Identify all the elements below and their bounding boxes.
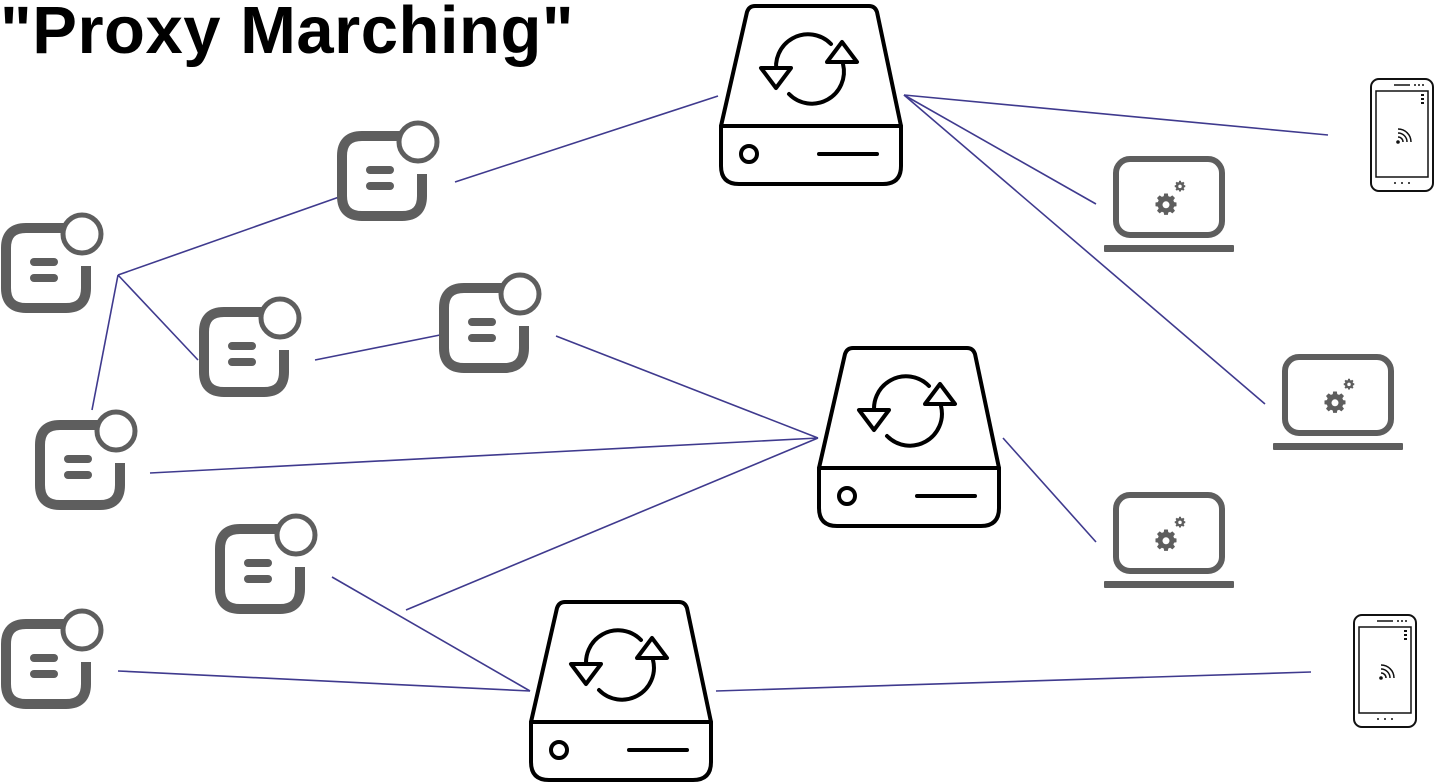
laptop-gear-icon[interactable] bbox=[1104, 495, 1234, 588]
laptop-gear-icon[interactable] bbox=[1273, 357, 1403, 450]
proxy-servers bbox=[529, 4, 1001, 782]
link-chat-f-to-server-bottom bbox=[331, 576, 531, 692]
chat-bubble-icon[interactable] bbox=[6, 215, 101, 308]
smartphone-wireless-icon[interactable] bbox=[1370, 78, 1434, 192]
smartphone-wireless-icon[interactable] bbox=[1353, 614, 1417, 728]
chat-bubble-icon[interactable] bbox=[40, 412, 135, 505]
chat-bubble-icon[interactable] bbox=[342, 123, 437, 216]
chat-clients bbox=[6, 123, 539, 704]
link-server-mid-to-laptop-bottom bbox=[1002, 437, 1097, 543]
link-chat-g-to-server-bottom bbox=[117, 670, 531, 692]
link-server-top-to-laptop-right bbox=[903, 94, 1266, 405]
chat-bubble-icon[interactable] bbox=[6, 611, 101, 704]
chat-bubble-icon[interactable] bbox=[204, 299, 299, 392]
chat-bubble-icon[interactable] bbox=[220, 516, 315, 609]
link-chat-a-to-server-top bbox=[454, 95, 719, 183]
link-chat-b-to-chat-e bbox=[91, 274, 119, 411]
link-server-bottom-to-server-mid bbox=[405, 437, 819, 611]
link-server-top-to-laptop-top bbox=[903, 94, 1097, 205]
link-chat-e-to-server-mid bbox=[149, 437, 819, 474]
link-chat-b-to-chat-a bbox=[117, 195, 343, 276]
sync-server-icon[interactable] bbox=[719, 4, 903, 186]
link-chat-b-to-chat-c bbox=[117, 274, 199, 361]
diagram-title: "Proxy Marching" bbox=[0, 0, 575, 68]
laptops bbox=[1104, 159, 1403, 588]
chat-bubble-icon[interactable] bbox=[444, 275, 539, 368]
laptop-gear-icon[interactable] bbox=[1104, 159, 1234, 252]
sync-server-icon[interactable] bbox=[529, 600, 713, 782]
link-server-bottom-to-phone-bottom bbox=[715, 671, 1312, 692]
link-chat-c-to-chat-d bbox=[314, 334, 441, 361]
link-server-top-to-phone-top bbox=[903, 94, 1329, 136]
link-chat-d-to-server-mid bbox=[555, 335, 819, 439]
connection-lines bbox=[91, 94, 1329, 692]
sync-server-icon[interactable] bbox=[817, 346, 1001, 528]
